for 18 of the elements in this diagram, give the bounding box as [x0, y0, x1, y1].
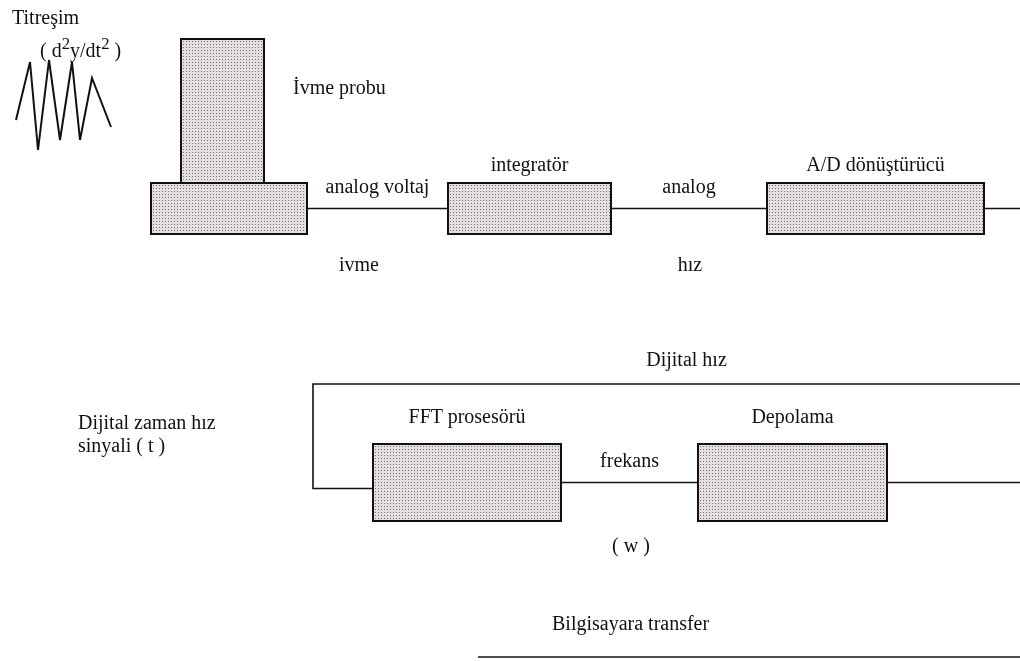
line-label: Dijital zaman hız sinyali ( t ) — [78, 411, 217, 457]
connector-line — [561, 481, 698, 484]
connector-line — [984, 207, 1020, 210]
connector-line — [611, 207, 767, 210]
line-label: ( w ) — [611, 534, 651, 557]
line-label: Bilgisayara transfer — [552, 612, 711, 635]
connector-line — [307, 207, 448, 210]
box-heading: A/D dönüştürücü — [806, 153, 945, 175]
connector-line — [312, 383, 1020, 490]
line-label: hız — [676, 253, 704, 276]
signal-label: Titreşim — [12, 6, 81, 29]
box-heading: Depolama — [751, 405, 834, 427]
box-heading: İvme probu — [293, 76, 386, 98]
signal-label: ( d$^{2}$y/dt$^{2}$ ) — [40, 34, 123, 62]
box-heading: integratör — [490, 153, 569, 175]
connector-line — [887, 481, 1020, 484]
box-heading: FFT prosesörü — [408, 405, 526, 427]
line-label: ivme — [338, 253, 380, 276]
